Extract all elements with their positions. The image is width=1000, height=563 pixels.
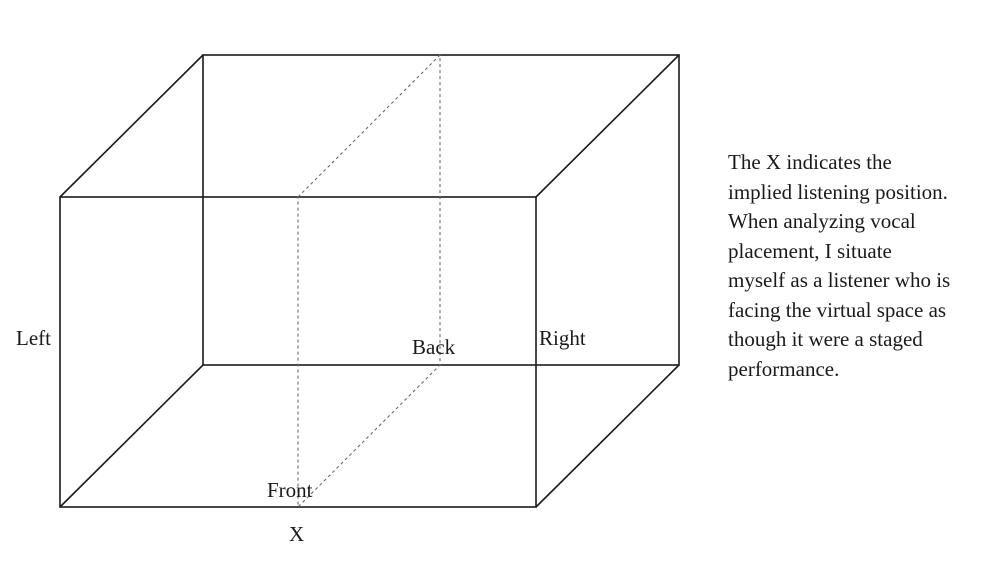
back-face: [202, 54, 680, 366]
label-left: Left: [16, 326, 51, 350]
caption-line: facing the virtual space as: [728, 297, 947, 322]
caption-line: implied listening position.: [728, 179, 948, 204]
caption-line: though it were a staged: [728, 327, 923, 351]
caption-line: When analyzing vocal: [728, 209, 916, 233]
label-front: Front: [267, 478, 313, 502]
depth-edge-top-left: [59, 54, 204, 198]
caption: The X indicates the implied listening po…: [728, 148, 1000, 384]
depth-edge-bottom-right: [535, 364, 680, 508]
center-plane: [297, 53, 441, 509]
listener-position-marker: X: [289, 522, 305, 546]
caption-line: performance.: [728, 356, 840, 381]
depth-edge-bottom-left: [59, 364, 204, 508]
depth-edge-top-right: [535, 54, 680, 198]
caption-line: myself as a listener who is: [728, 268, 951, 292]
label-right: Right: [539, 326, 586, 350]
label-back: Back: [412, 335, 456, 359]
caption-line: The X indicates the: [728, 150, 892, 174]
caption-line: placement, I situate: [728, 238, 892, 263]
